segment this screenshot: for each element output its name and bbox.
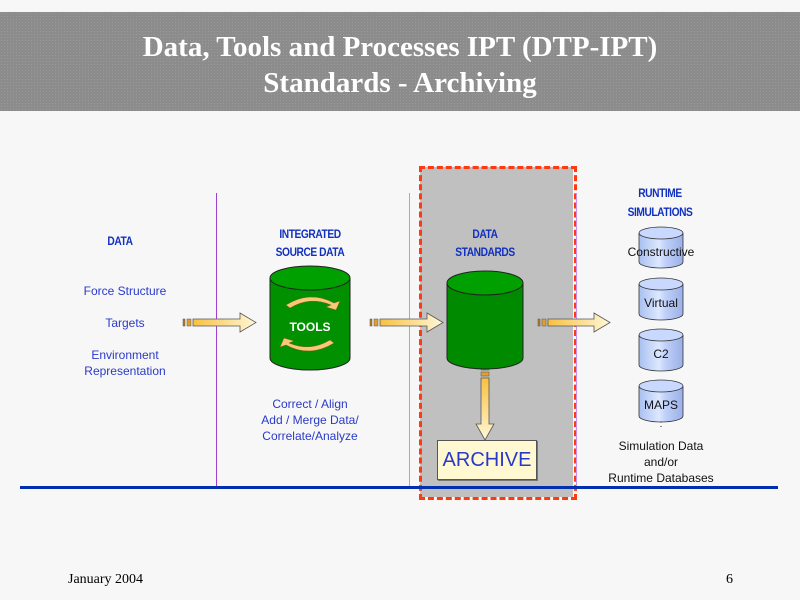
db-cylinder-constructive — [638, 226, 684, 269]
db-label-virtual: Virtual — [644, 296, 678, 310]
data-item: Force Structure — [83, 284, 167, 298]
data-heading: DATA — [107, 234, 133, 248]
cycle-arrow-bottom-icon — [279, 337, 335, 352]
slide-subtitle: Standards - Archiving — [263, 67, 537, 99]
standards-dashed-border — [419, 166, 577, 500]
footer-date: January 2004 — [68, 572, 144, 587]
more-ellipsis: : — [659, 419, 663, 430]
db-label-maps: MAPS — [643, 398, 678, 412]
arrow-data-to-integrated — [182, 312, 257, 333]
cycle-arrow-top-icon — [285, 296, 341, 311]
data-item: Targets — [105, 316, 145, 330]
arrow-standards-to-runtime — [537, 312, 611, 333]
db-label-constructive: Constructive — [627, 245, 695, 259]
db-cylinder-c2 — [638, 328, 684, 372]
runtime-heading-line1: RUNTIME — [638, 186, 682, 200]
integrated-note: Correct / Align — [272, 397, 348, 411]
divider-line — [216, 193, 217, 487]
slide-title: Data, Tools and Processes IPT (DTP-IPT) — [142, 31, 658, 63]
runtime-note: Simulation Data — [618, 439, 704, 453]
tools-label: TOOLS — [289, 320, 331, 334]
runtime-heading-line2: SIMULATIONS — [627, 205, 693, 219]
standards-heading-line1: DATA — [472, 227, 498, 241]
db-label-c2: C2 — [653, 347, 669, 361]
divider-line — [576, 193, 577, 487]
data-item: Representation — [84, 364, 166, 378]
page-number: 6 — [726, 572, 733, 587]
baseline — [20, 486, 778, 489]
integrated-heading-line1: INTEGRATED — [279, 227, 341, 241]
integrated-note: Correlate/Analyze — [262, 429, 358, 443]
title-banner — [0, 12, 800, 111]
divider-line — [409, 193, 410, 487]
standards-heading-line2: STANDARDS — [455, 245, 515, 259]
standards-cylinder — [446, 270, 524, 370]
db-cylinder-virtual — [638, 277, 684, 321]
data-item: Environment — [91, 348, 159, 362]
integrated-note: Add / Merge Data/ — [261, 413, 359, 427]
archive-box: ARCHIVE — [437, 440, 537, 480]
arrow-standards-to-archive — [475, 366, 495, 441]
runtime-note: and/or — [643, 455, 679, 469]
arrow-integrated-to-standards — [369, 312, 444, 333]
db-cylinder-maps — [638, 379, 684, 423]
integrated-heading-line2: SOURCE DATA — [275, 245, 345, 259]
runtime-note: Runtime Databases — [608, 471, 714, 485]
tools-cylinder — [269, 265, 351, 371]
